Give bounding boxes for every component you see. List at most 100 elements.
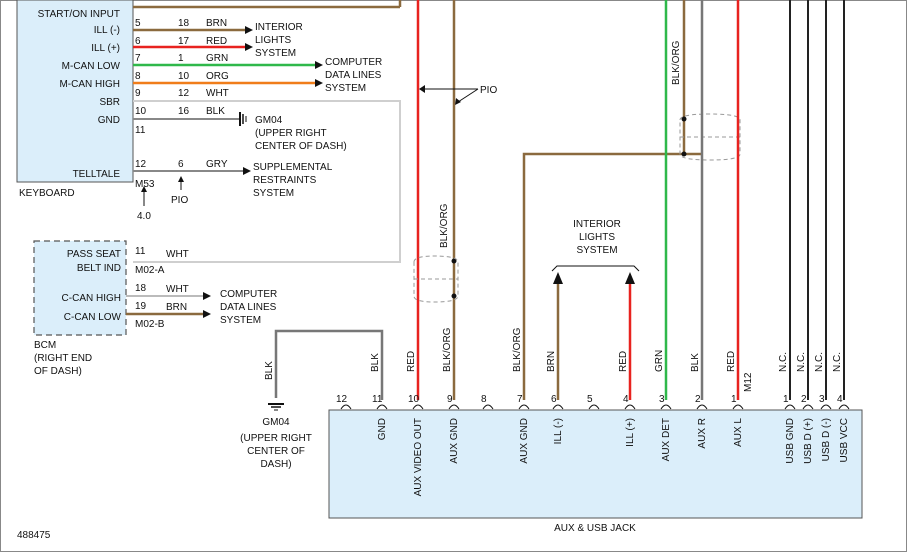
dest-interior-2: LIGHTS <box>255 35 291 46</box>
kb-gnd: GND <box>98 115 120 126</box>
jack-wire-color: N.C. <box>796 352 807 372</box>
dest-interior-1: INTERIOR <box>255 22 303 33</box>
jack-pin-number: 11 <box>372 394 383 405</box>
bcm-color-wht: WHT <box>166 249 189 260</box>
bcm-dest-3: SYSTEM <box>220 315 261 326</box>
jack-pin-terminal <box>820 404 832 410</box>
jack-pin-terminal <box>784 404 796 410</box>
arrow-mcan-low <box>315 61 323 69</box>
kb-start-on: START/ON INPUT <box>38 9 120 20</box>
kb-color-red: RED <box>206 36 227 47</box>
jack-pin-1: 12 <box>336 394 352 410</box>
arrow-ccan-high <box>203 292 211 300</box>
kb-circ-6: 6 <box>178 159 184 170</box>
jack-pin-number: 7 <box>517 394 523 405</box>
wire-aux-gnd-7 <box>522 152 702 400</box>
bcm-conn-a: M02-A <box>135 265 165 276</box>
kb-pin-5: 5 <box>135 18 141 29</box>
bcm-label-2: (RIGHT END <box>34 353 92 364</box>
bcm-label-1: BCM <box>34 340 56 351</box>
jack-pin-label: ILL (-) <box>553 418 564 444</box>
bcm-pass-seat: PASS SEAT <box>67 249 121 260</box>
jack-pin-number: 2 <box>801 394 807 405</box>
jack-wire-color: BLK <box>370 353 381 372</box>
jack-pin-12: 1 RED AUX L <box>726 351 744 447</box>
bcm-color-brn: BRN <box>166 302 187 313</box>
jack-pin-terminal <box>340 404 352 410</box>
jack-pin-14: 2 N.C. USB D (+) <box>796 352 814 464</box>
kb-color-blk: BLK <box>206 106 225 117</box>
jack-box <box>328 409 863 519</box>
jack-pin-label: AUX GND <box>449 418 460 464</box>
dest-srs-1: SUPPLEMENTAL <box>253 162 333 173</box>
jack-pin-label: USB VCC <box>839 418 850 462</box>
shield-left <box>413 255 459 303</box>
pio-arrow-2 <box>455 98 461 105</box>
jack-pin-label: USB D (+) <box>803 418 814 464</box>
keyboard-box <box>16 0 134 183</box>
gm04-top-2: (UPPER RIGHT <box>255 128 327 139</box>
bcm-color-wht2: WHT <box>166 284 189 295</box>
jack-pin-label: USB D (-) <box>821 418 832 461</box>
pio-label: PIO <box>480 85 497 96</box>
jack-pin-terminal <box>448 404 460 410</box>
kb-circ-17: 17 <box>178 36 190 47</box>
jack-pin-13: 1 N.C. USB GND <box>778 352 796 464</box>
pio-arrow-1 <box>419 85 425 93</box>
kb-pin-12: 12 <box>135 159 147 170</box>
jack-pin-terminal <box>732 404 744 410</box>
ground-icon-bottom <box>268 403 284 411</box>
jack-pin-label: USB GND <box>785 418 796 464</box>
kb-connector: M53 <box>135 179 155 190</box>
jack-pin-label: AUX R <box>697 418 708 449</box>
jack-pin-label: AUX GND <box>519 418 530 464</box>
gm04-bot-2: (UPPER RIGHT <box>240 433 312 444</box>
gm04-top-1: GM04 <box>255 115 283 126</box>
splice-1 <box>451 258 457 264</box>
wl-blkorg-a: BLK/ORG <box>439 203 450 248</box>
jack-pin-label: AUX L <box>733 418 744 447</box>
arrow-jack-ill-minus <box>553 272 563 284</box>
bcm-pin-11: 11 <box>135 246 146 257</box>
jack-wire-color: RED <box>618 351 629 372</box>
diagram-id: 488475 <box>17 530 51 541</box>
bcm-pin-18: 18 <box>135 283 147 294</box>
jack-pin-number: 12 <box>336 394 348 405</box>
jack-pin-number: 5 <box>587 394 593 405</box>
kb-pin-11: 11 <box>135 125 146 136</box>
dest-srs-3: SYSTEM <box>253 188 294 199</box>
kb-pin-8: 8 <box>135 71 141 82</box>
jack-pin-number: 1 <box>783 394 789 405</box>
jack-wire-color: GRN <box>654 350 665 372</box>
jack-pin-label: AUX VIDEO OUT <box>413 418 424 496</box>
wl-gm-blk: BLK <box>264 361 275 380</box>
kb-color-org: ORG <box>206 71 229 82</box>
ref-arrowhead-2 <box>178 176 184 182</box>
kb-circ-18: 18 <box>178 18 190 29</box>
kb-sbr: SBR <box>99 97 120 108</box>
jack-pin-number: 4 <box>837 394 843 405</box>
bcm-ccan-high: C-CAN HIGH <box>62 293 121 304</box>
dest-interior-3: SYSTEM <box>255 48 296 59</box>
kb-circ-1: 1 <box>178 53 184 64</box>
jack-wire-color: RED <box>726 351 737 372</box>
jack-pin-8: 5 <box>587 394 600 410</box>
kb-telltale: TELLTALE <box>73 169 121 180</box>
jack-pin-terminal <box>696 404 708 410</box>
jack-pin-label: AUX DET <box>661 418 672 461</box>
jack-wire-color: BLK <box>690 353 701 372</box>
dest-srs-2: RESTRAINTS <box>253 175 317 186</box>
jack-pin-number: 1 <box>731 394 737 405</box>
kb-ref-1: 4.0 <box>137 211 151 222</box>
mid-interior-1: INTERIOR <box>573 219 621 230</box>
dest-computer-1: COMPUTER <box>325 57 382 68</box>
kb-circ-12: 12 <box>178 88 190 99</box>
wire-jack-gnd <box>274 329 384 400</box>
jack-pin-number: 4 <box>623 394 629 405</box>
jack-wire-color: N.C. <box>778 352 789 372</box>
jack-pin-16: 4N.C.USB VCC <box>832 352 850 462</box>
jack-pin-terminal <box>482 404 494 410</box>
ref-arrowhead-1 <box>141 186 147 192</box>
